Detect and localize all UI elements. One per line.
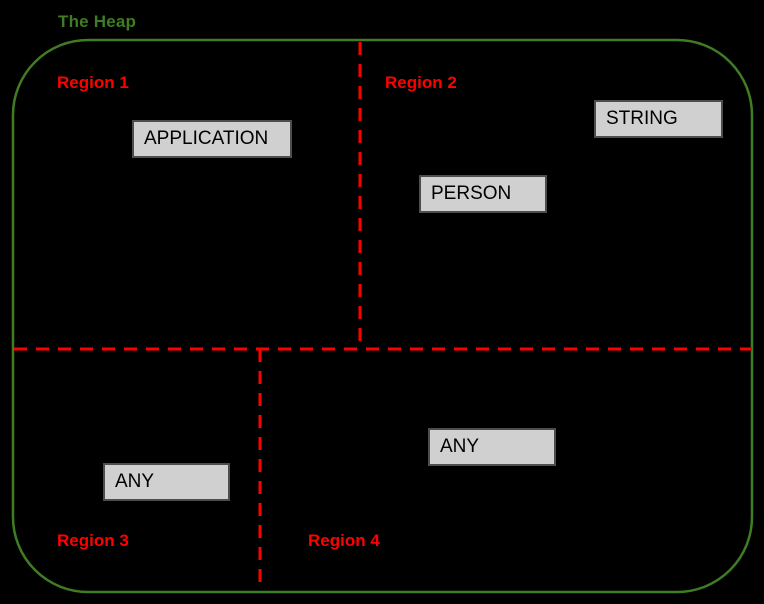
region-label-4: Region 4 xyxy=(308,531,380,550)
node-box-any: ANY xyxy=(103,463,230,501)
region-label-2: Region 2 xyxy=(385,73,457,92)
heap-boundary xyxy=(11,38,754,594)
node-box-string: STRING xyxy=(594,100,723,138)
node-box-application: APPLICATION xyxy=(132,120,292,158)
diagram-title: The Heap xyxy=(58,12,137,31)
region-label-3: Region 3 xyxy=(57,531,129,550)
node-box-person: PERSON xyxy=(419,175,547,213)
node-box-any: ANY xyxy=(428,428,556,466)
region-label-1: Region 1 xyxy=(57,73,129,92)
